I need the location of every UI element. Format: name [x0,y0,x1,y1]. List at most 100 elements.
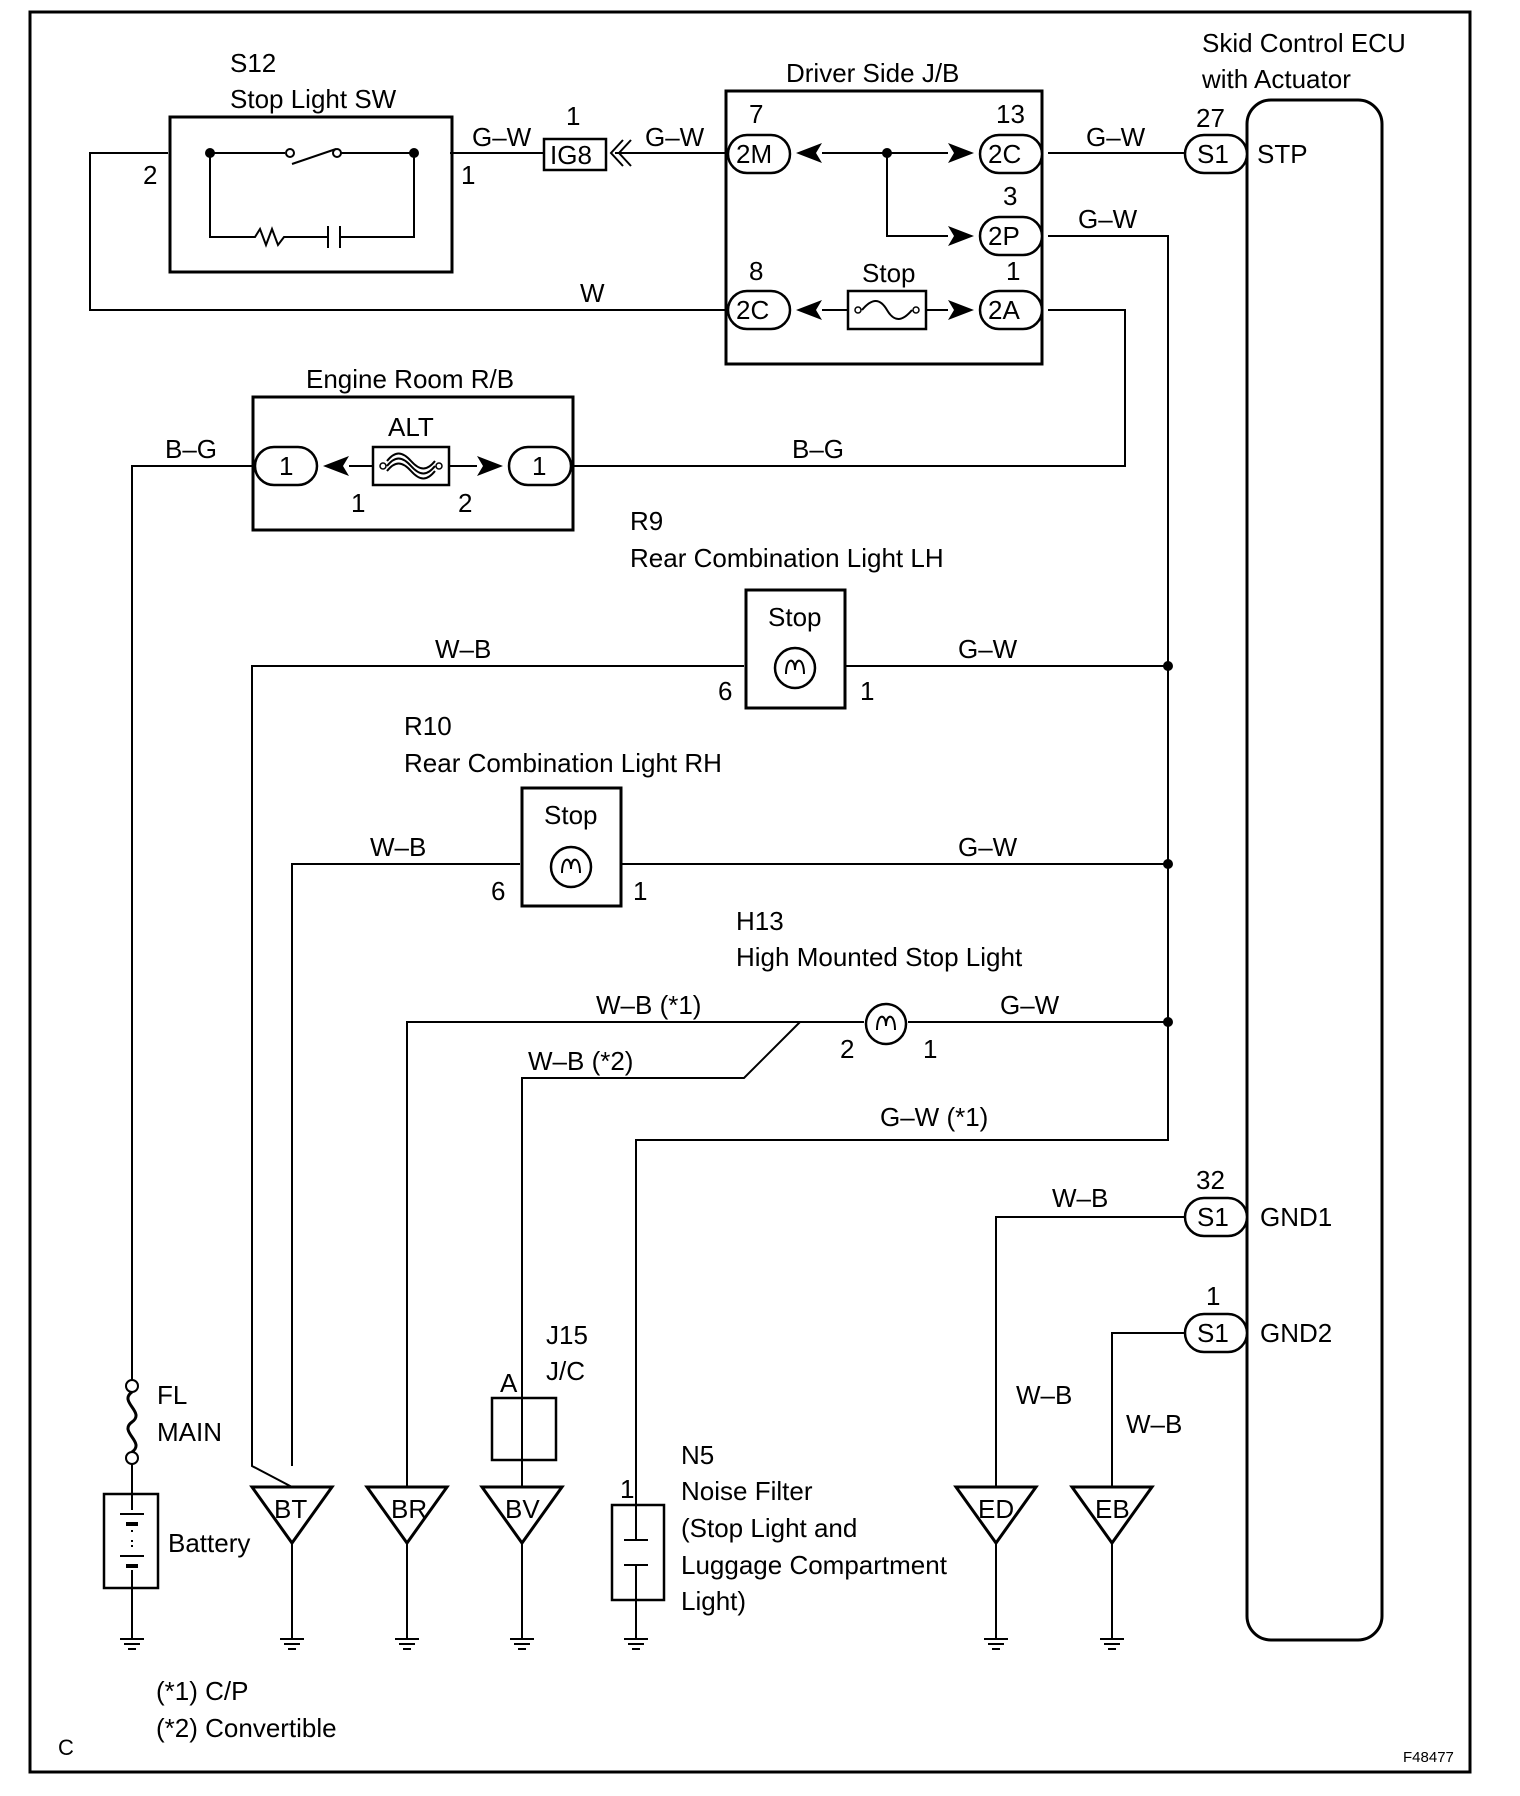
r10-code: R10 [404,711,452,741]
ecu-gnd2-label: GND2 [1260,1318,1332,1348]
wire-label-bg-right: B–G [792,434,844,464]
n5-line2: (Stop Light and [681,1513,857,1543]
n5-line4: Light) [681,1586,746,1616]
rear-combination-light-lh: R9 Rear Combination Light LH Stop 6 1 [630,506,944,710]
rb-alt-fuse-label: ALT [388,412,434,442]
s12-name: Stop Light SW [230,84,397,114]
wire-label-gw-ig8: G–W [645,122,705,152]
wire-label-wb-eb: W–B [1126,1409,1182,1439]
wires [89,152,1185,1625]
r9-name: Rear Combination Light LH [630,543,944,573]
ground-br-label: BR [391,1494,427,1524]
battery-label: Battery [168,1528,250,1558]
fl-line1: FL [157,1380,187,1410]
driver-side-junction-block: Driver Side J/B 2M 7 2C 13 2P 3 2C 8 Sto… [724,58,1044,366]
ground-point-bt: BT [249,1485,335,1546]
ground-point-ed: ED [953,1485,1039,1546]
corner-letter: C [58,1735,74,1760]
rb-left-connector: 1 [279,451,293,481]
wire-label-bg-left: B–G [165,434,217,464]
ecu-gnd1-connector: S1 [1197,1202,1229,1232]
wire-label-gw-2p: G–W [1078,204,1138,234]
jb-2c-top-label: 2C [988,139,1021,169]
r10-name: Rear Combination Light RH [404,748,722,778]
ground-point-br: BR [364,1485,450,1546]
jb-2a-label: 2A [988,295,1020,325]
wire-label-wb-r10: W–B [370,832,426,862]
rb-pin-left: 1 [351,488,365,518]
r9-stop-label: Stop [768,602,822,632]
wire-labels: G–W G–W G–W G–W W B–G B–G W–B G–W W–B G–… [165,122,1182,1439]
wire-label-wb-r9: W–B [435,634,491,664]
r10-pin-right: 1 [633,876,647,906]
n5-code: N5 [681,1440,714,1470]
noise-filter: 1 N5 Noise Filter (Stop Light and Luggag… [610,1440,948,1616]
r9-code: R9 [630,506,663,536]
wire-label-wb-ed: W–B [1016,1380,1072,1410]
jb-2a-pin: 1 [1006,256,1020,286]
s12-code: S12 [230,48,276,78]
rb-title: Engine Room R/B [306,364,514,394]
stop-light-switch: S12 Stop Light SW 2 1 [143,48,475,274]
wire-label-wb-gnd1: W–B [1052,1183,1108,1213]
jb-2m-pin: 7 [749,99,763,129]
h13-pin-right: 1 [923,1034,937,1064]
wire-label-gw-r10: G–W [958,832,1018,862]
ig8-connector: IG8 1 [542,101,632,172]
ground-bv-label: BV [505,1494,540,1524]
note-cp: (*1) C/P [156,1676,248,1706]
rb-pin-right: 2 [458,488,472,518]
engine-room-relay-block: Engine Room R/B 1 ALT 1 1 2 [251,364,575,532]
n5-line1: Noise Filter [681,1476,813,1506]
fl-line2: MAIN [157,1417,222,1447]
skid-control-ecu: Skid Control ECU with Actuator S1 27 STP… [1183,28,1406,1642]
ecu-gnd2-connector: S1 [1197,1318,1229,1348]
wire-label-gw-h13: G–W [1000,990,1060,1020]
n5-line3: Luggage Compartment [681,1550,948,1580]
j15-name: J/C [546,1356,585,1386]
rb-right-connector: 1 [532,451,546,481]
wire-label-gw-r9: G–W [958,634,1018,664]
wire-label-gw-switch: G–W [472,122,532,152]
outer-frame [28,10,1472,1774]
junction-connector-j15: J15 J/C A [490,1320,588,1462]
s12-pin-right: 1 [461,160,475,190]
wire-label-gw-n5: G–W (*1) [880,1102,988,1132]
figure-id: F48477 [1403,1749,1454,1766]
rear-combination-light-rh: R10 Rear Combination Light RH Stop 6 1 [404,711,722,908]
ecu-stp-connector: S1 [1197,139,1229,169]
ground-point-eb: EB [1069,1485,1155,1546]
ecu-gnd1-pin: 32 [1196,1165,1225,1195]
ground-eb-label: EB [1095,1494,1130,1524]
ecu-gnd1-label: GND1 [1260,1202,1332,1232]
ig8-pin: 1 [566,101,580,131]
ecu-stp-pin: 27 [1196,103,1225,133]
high-mounted-stop-light: H13 High Mounted Stop Light 2 1 [736,906,1023,1064]
j15-pin: A [500,1368,518,1398]
ground-bt-label: BT [274,1494,307,1524]
wire-label-wb-h13-conv: W–B (*2) [528,1046,633,1076]
fusible-link-fl-main: FL MAIN [125,1379,222,1494]
note-convertible: (*2) Convertible [156,1713,337,1743]
jb-2c-bottom-pin: 8 [749,256,763,286]
jb-stop-fuse-label: Stop [862,258,916,288]
h13-pin-left: 2 [840,1034,854,1064]
jb-2p-pin: 3 [1003,181,1017,211]
r10-pin-left: 6 [491,876,505,906]
ig8-label: IG8 [550,140,592,170]
ecu-title-line2: with Actuator [1201,64,1351,94]
h13-code: H13 [736,906,784,936]
battery: Battery [102,1492,250,1590]
ground-symbols [119,1624,1125,1650]
r9-pin-right: 1 [860,676,874,706]
ecu-stp-label: STP [1257,139,1308,169]
r10-stop-label: Stop [544,800,598,830]
s12-pin-left: 2 [143,160,157,190]
ecu-gnd2-pin: 1 [1206,1281,1220,1311]
jb-2c-top-pin: 13 [996,99,1025,129]
j15-code: J15 [546,1320,588,1350]
wire-label-wb-h13-cp: W–B (*1) [596,990,701,1020]
jb-2c-bottom-label: 2C [736,295,769,325]
jb-2p-label: 2P [988,221,1020,251]
